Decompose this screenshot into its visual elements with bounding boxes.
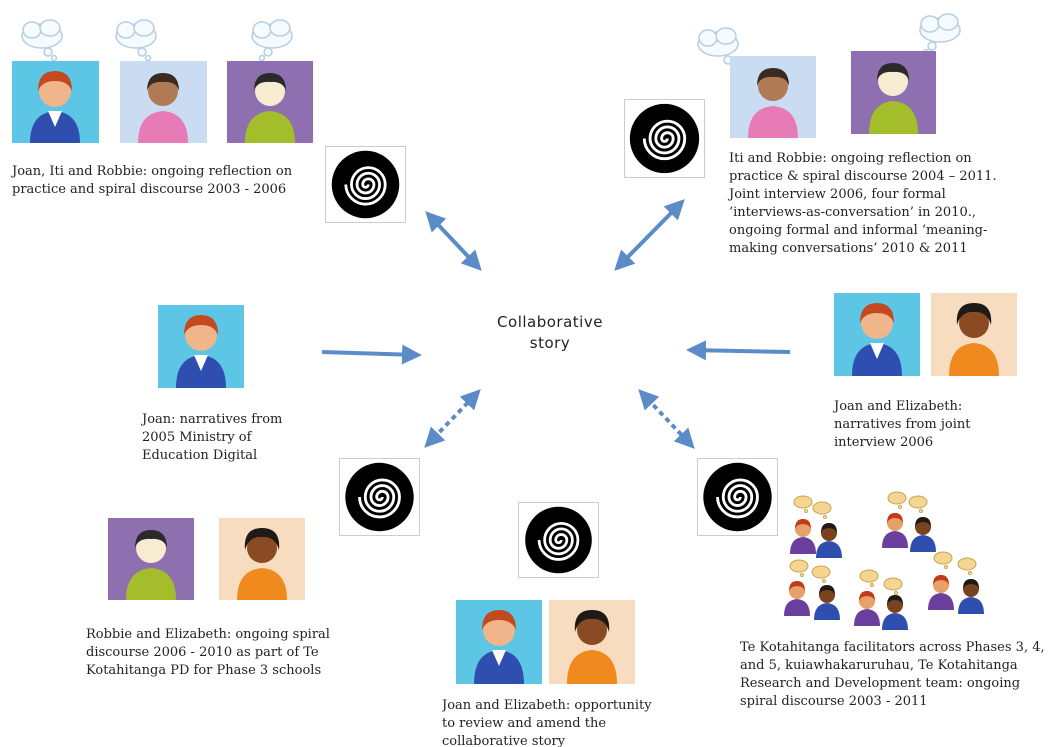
spiral-icon [624,99,705,178]
iti-avatar [730,56,816,138]
arrow-left [321,344,422,365]
arrow-top-right [614,199,685,271]
thought-bubble-icon [248,18,298,62]
spiral-icon [325,146,406,223]
caption-top-right: Iti and Robbie: ongoing reflection on pr… [729,151,997,256]
caption-bottom-left: Robbie and Elizabeth: ongoing spiral dis… [86,627,330,678]
robbie-avatar [227,61,313,143]
thought-bubble-icon [916,12,966,56]
caption-bottom-right: Te Kotahitanga facilitators across Phase… [740,640,1045,709]
iti-avatar [120,61,207,143]
robbie-avatar [851,51,936,134]
arrow-bottom-right [638,389,695,449]
elizabeth-avatar [219,518,305,600]
arrow-right [686,340,791,361]
joan-avatar [456,600,542,684]
spiral-icon [518,502,599,578]
facilitators-group-icon [784,491,984,630]
collaborative-story-label: Collaborative story [470,312,630,354]
elizabeth-avatar [549,600,635,684]
joan-avatar [12,61,99,143]
arrow-bottom-left [424,389,481,448]
spiral-icon [339,458,420,536]
caption-top-left: Joan, Iti and Robbie: ongoing reflection… [12,164,293,197]
thought-bubble-icon [18,18,68,62]
joan-avatar [834,293,920,376]
joan-avatar [158,305,244,388]
caption-bottom-center: Joan and Elizabeth: opportunity to revie… [442,698,652,747]
spiral-icon [697,458,778,536]
thought-bubble-icon [694,26,744,70]
robbie-avatar [108,518,194,600]
arrow-top-left [425,211,482,271]
thought-bubble-icon [112,18,162,62]
caption-middle-right: Joan and Elizabeth: narratives from join… [834,399,971,450]
center-line-1: Collaborative [497,313,603,331]
caption-middle-left: Joan: narratives from 2005 Ministry of E… [142,412,283,463]
center-line-2: story [529,334,571,352]
elizabeth-avatar [931,293,1017,376]
